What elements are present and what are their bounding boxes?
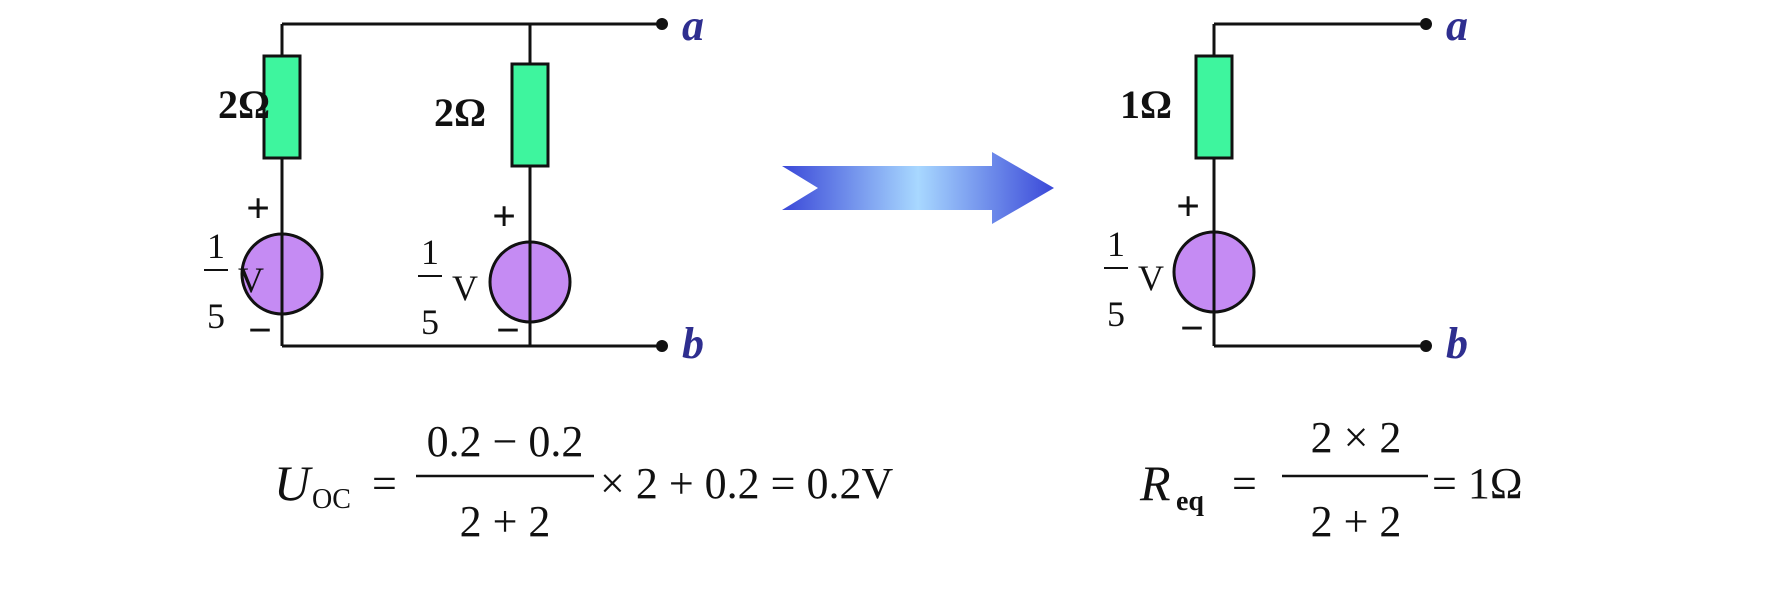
- left-circuit-wires: [280, 22, 662, 348]
- left-source-2-minus: −: [496, 308, 520, 354]
- right-terminal-a-label: a: [1446, 1, 1468, 50]
- right-source-num: 1: [1107, 224, 1125, 264]
- left-voltage-source-2: [488, 240, 572, 324]
- left-terminal-b-dot: [656, 340, 668, 352]
- req-denominator: 2 + 2: [1311, 497, 1402, 546]
- left-source-1-plus: +: [246, 186, 270, 232]
- right-circuit-wires: [1212, 22, 1426, 348]
- right-source-minus: −: [1180, 306, 1204, 352]
- left-resistor-1: [262, 54, 302, 160]
- right-source-den: 5: [1107, 294, 1125, 334]
- right-terminal-b-label: b: [1446, 319, 1468, 368]
- right-circuit: a b 1Ω + − 1 5 V: [1104, 1, 1468, 368]
- req-symbol: R: [1139, 455, 1171, 511]
- right-source-value: 1 5 V: [1104, 224, 1164, 334]
- left-source-2-num: 1: [421, 232, 439, 272]
- right-voltage-source: [1172, 230, 1256, 314]
- uoc-subscript: OC: [312, 484, 351, 515]
- req-subscript: eq: [1176, 486, 1204, 517]
- uoc-rest: × 2 + 0.2 = 0.2V: [600, 459, 893, 508]
- left-terminal-b-label: b: [682, 319, 704, 368]
- transform-arrow: [782, 152, 1054, 224]
- right-terminal-b-dot: [1420, 340, 1432, 352]
- uoc-symbol: U: [274, 455, 313, 511]
- left-resistor-1-label: 2Ω: [218, 82, 270, 127]
- equation-req: R eq = 2 × 2 2 + 2 = 1Ω: [1139, 413, 1523, 546]
- right-resistor-label: 1Ω: [1120, 82, 1172, 127]
- right-terminal-a-dot: [1420, 18, 1432, 30]
- right-resistor: [1194, 54, 1234, 160]
- left-circuit: a b 2Ω 2Ω + − 1 5 V + − 1 5 V: [204, 1, 704, 368]
- left-voltage-source-1: [240, 232, 324, 316]
- equation-uoc: U OC = 0.2 − 0.2 2 + 2 × 2 + 0.2 = 0.2V: [274, 417, 893, 546]
- left-source-1-minus: −: [248, 308, 272, 354]
- req-rest: = 1Ω: [1432, 459, 1523, 508]
- left-source-2-plus: +: [492, 194, 516, 240]
- left-source-1-unit: V: [238, 260, 264, 300]
- left-source-2-value: 1 5 V: [418, 232, 478, 342]
- left-source-1-den: 5: [207, 296, 225, 336]
- uoc-denominator: 2 + 2: [460, 497, 551, 546]
- right-source-plus: +: [1176, 184, 1200, 230]
- left-terminal-a-label: a: [682, 1, 704, 50]
- left-source-1-value: 1 5 V: [204, 226, 264, 336]
- left-source-2-unit: V: [452, 268, 478, 308]
- req-equals: =: [1232, 459, 1257, 508]
- req-numerator: 2 × 2: [1311, 413, 1402, 462]
- left-resistor-2: [510, 62, 550, 168]
- right-source-unit: V: [1138, 258, 1164, 298]
- left-source-2-den: 5: [421, 302, 439, 342]
- uoc-equals: =: [372, 459, 397, 508]
- left-terminal-a-dot: [656, 18, 668, 30]
- left-source-1-num: 1: [207, 226, 225, 266]
- left-resistor-2-label: 2Ω: [434, 90, 486, 135]
- uoc-numerator: 0.2 − 0.2: [427, 417, 584, 466]
